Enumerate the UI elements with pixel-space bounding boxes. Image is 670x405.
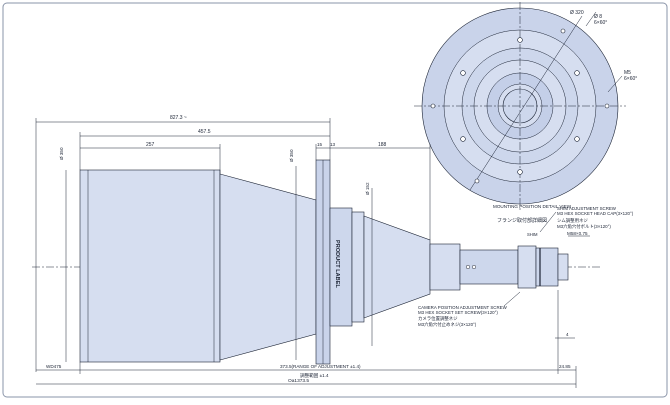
- second-cone: [363, 215, 431, 319]
- detail-m5-label: M5: [624, 70, 631, 76]
- product-label-text: PRODUCT LABEL: [334, 240, 340, 288]
- annotation-notes: SHIM ADJUSTMENT SCREW M3 HEX SOCKET HEAD…: [418, 206, 634, 328]
- dim-wd: WD475: [46, 364, 62, 369]
- dim-m58: M58×0.75: [567, 231, 588, 236]
- detail-pattern-label: 6×60°: [594, 20, 607, 26]
- note-shim-jp-1: シム調整用ネジ: [557, 217, 588, 224]
- bolt-hole-icon: [560, 28, 566, 34]
- detail-pattern-b-label: 6×60°: [624, 76, 637, 82]
- bolt-hole-icon: [517, 169, 523, 175]
- collar-section: [351, 211, 365, 323]
- dim-13: 13: [330, 142, 336, 147]
- dim-457: 457.5: [198, 129, 211, 135]
- dim-overall-top: 827.3 ~: [170, 115, 187, 121]
- leader-line: [585, 11, 597, 27]
- dim-small-dia: Ø 152: [365, 182, 370, 195]
- detail-view-title-jp: フランジ取付部詳細図: [497, 217, 547, 224]
- dim-mid-dia: Ø 350: [289, 149, 294, 162]
- note-shim-jp-2: M3六角穴付ボルト(3×120°): [557, 223, 611, 230]
- mounting-detail-view: Ø 320 Ø 8 6×60° M5 6×60° MOUNTING POSITI…: [414, 2, 637, 224]
- note-shim-en-2: M3 HEX SOCKET HEAD CAP(3×120°): [557, 211, 634, 216]
- bolt-hole-icon: [430, 103, 436, 109]
- dim-15: 15: [317, 142, 323, 147]
- note-cam-en-1: CAMERA POSITION ADJUSTMENT SCREW: [418, 305, 508, 310]
- lens-side-view: PRODUCT LABEL: [32, 159, 600, 365]
- tube-section: [429, 243, 461, 291]
- detail-view-title: MOUNTING POSITION DETAIL VIEW: [493, 204, 572, 209]
- bolt-hole-icon: [517, 37, 523, 43]
- bolt-hole-icon: [460, 70, 466, 76]
- mount-thread: [557, 253, 569, 281]
- dimension-lines: 827.3 ~ 457.5 257 15 13 188 Ø 350 Ø 350 …: [35, 115, 590, 388]
- dim-range: 373.5(RANGE OF ADJUSTMENT ±1.4): [280, 364, 361, 369]
- dim-left-dia: Ø 350: [59, 147, 64, 160]
- note-shim-en-1: SHIM ADJUSTMENT SCREW: [557, 206, 617, 211]
- dim-range-jp: 調整範囲 ±1.4: [300, 372, 329, 379]
- detail-diameter-line: [469, 15, 583, 191]
- shim-section: [517, 245, 537, 289]
- cone-section: [219, 173, 317, 361]
- set-screw-icon: [471, 264, 477, 270]
- leader-line: [539, 211, 557, 233]
- note-cam-jp-1: カメラ位置調整ネジ: [418, 315, 458, 322]
- note-cam-en-2: M3 HEX SOCKET SET SCREW(3×120°): [418, 310, 498, 315]
- set-screw-icon: [465, 264, 471, 270]
- leader-line: [607, 75, 623, 93]
- dim-24: 24.85: [559, 364, 571, 369]
- dim-188: 188: [378, 142, 387, 148]
- dim-257: 257: [146, 142, 155, 148]
- bolt-hole-icon: [604, 103, 610, 109]
- note-cam-jp-2: M3六角穴付止めネジ(3×120°): [418, 321, 477, 328]
- adapter-section: [459, 249, 519, 285]
- leader-line: [503, 291, 521, 307]
- detail-d8-label: Ø 8: [594, 14, 602, 20]
- label-section: [329, 207, 353, 327]
- shim-label: SHIM: [527, 232, 538, 237]
- bolt-hole-icon: [574, 136, 580, 142]
- bolt-hole-icon: [460, 136, 466, 142]
- bolt-hole-icon: [474, 178, 480, 184]
- detail-d320-label: Ø 320: [570, 10, 584, 16]
- bolt-hole-icon: [574, 70, 580, 76]
- mount-section: [535, 247, 559, 287]
- dim-4: 4: [566, 332, 569, 337]
- cylinder-body: [79, 169, 221, 363]
- dim-total: Oa1373.5: [288, 378, 309, 384]
